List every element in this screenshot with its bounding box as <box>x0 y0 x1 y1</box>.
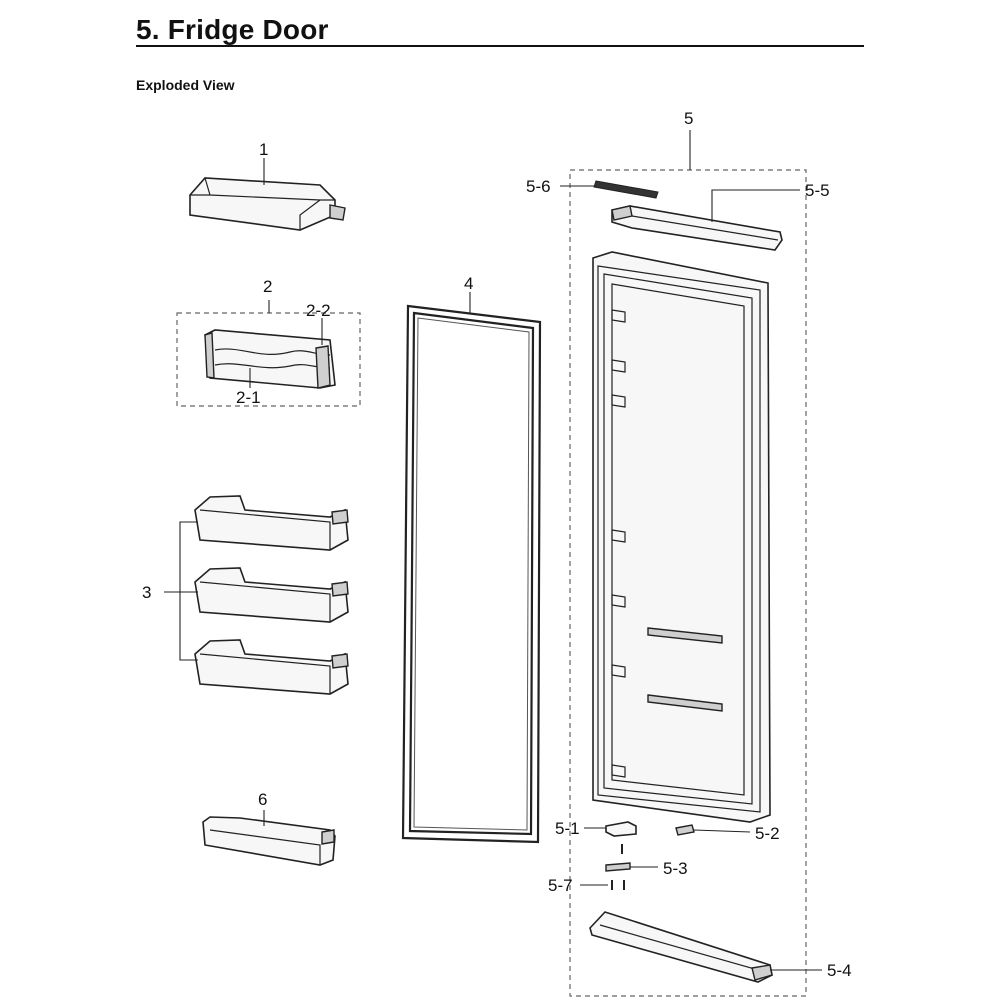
part-3-guard-top <box>194 495 349 551</box>
part-5-7-screws <box>611 880 625 890</box>
callout-2-1: 2-1 <box>236 388 261 407</box>
group-5-boundary <box>569 169 807 997</box>
callout-5: 5 <box>684 109 693 128</box>
part-1-cover <box>189 177 346 231</box>
part-5-6-badge <box>593 180 659 199</box>
callout-2: 2 <box>263 277 272 296</box>
callout-4: 4 <box>464 274 473 293</box>
callout-5-1: 5-1 <box>555 819 580 838</box>
callout-5-4: 5-4 <box>827 961 852 980</box>
callout-5-2: 5-2 <box>755 824 780 843</box>
part-6-bin <box>202 816 336 866</box>
part-2-shelf <box>204 329 336 389</box>
section-subtitle: Exploded View <box>136 77 235 93</box>
part-5-5-top-cap <box>611 205 783 251</box>
leader-5-2 <box>693 829 751 833</box>
callout-2-2: 2-2 <box>306 301 331 320</box>
callout-5-3: 5-3 <box>663 859 688 878</box>
part-5-1-hinge <box>605 821 637 837</box>
part-3-guard-bottom <box>194 639 349 695</box>
page-title: 5. Fridge Door <box>136 14 329 45</box>
callout-6: 6 <box>258 790 267 809</box>
part-5-door-liner <box>592 251 771 823</box>
callout-5-5: 5-5 <box>805 181 830 200</box>
part-5-4-bottom-cap <box>589 911 773 983</box>
part-5-3-pin <box>605 862 631 872</box>
leader-3-bracket <box>164 521 198 661</box>
callout-1: 1 <box>259 140 268 159</box>
callout-5-7: 5-7 <box>548 876 573 895</box>
part-3-guard-middle <box>194 567 349 623</box>
title-rule <box>136 45 864 47</box>
callout-3: 3 <box>142 583 151 602</box>
callout-5-6: 5-6 <box>526 177 551 196</box>
part-4-gasket <box>401 304 542 844</box>
part-5-2-bushing <box>675 824 695 836</box>
leader-5-5 <box>711 189 800 222</box>
